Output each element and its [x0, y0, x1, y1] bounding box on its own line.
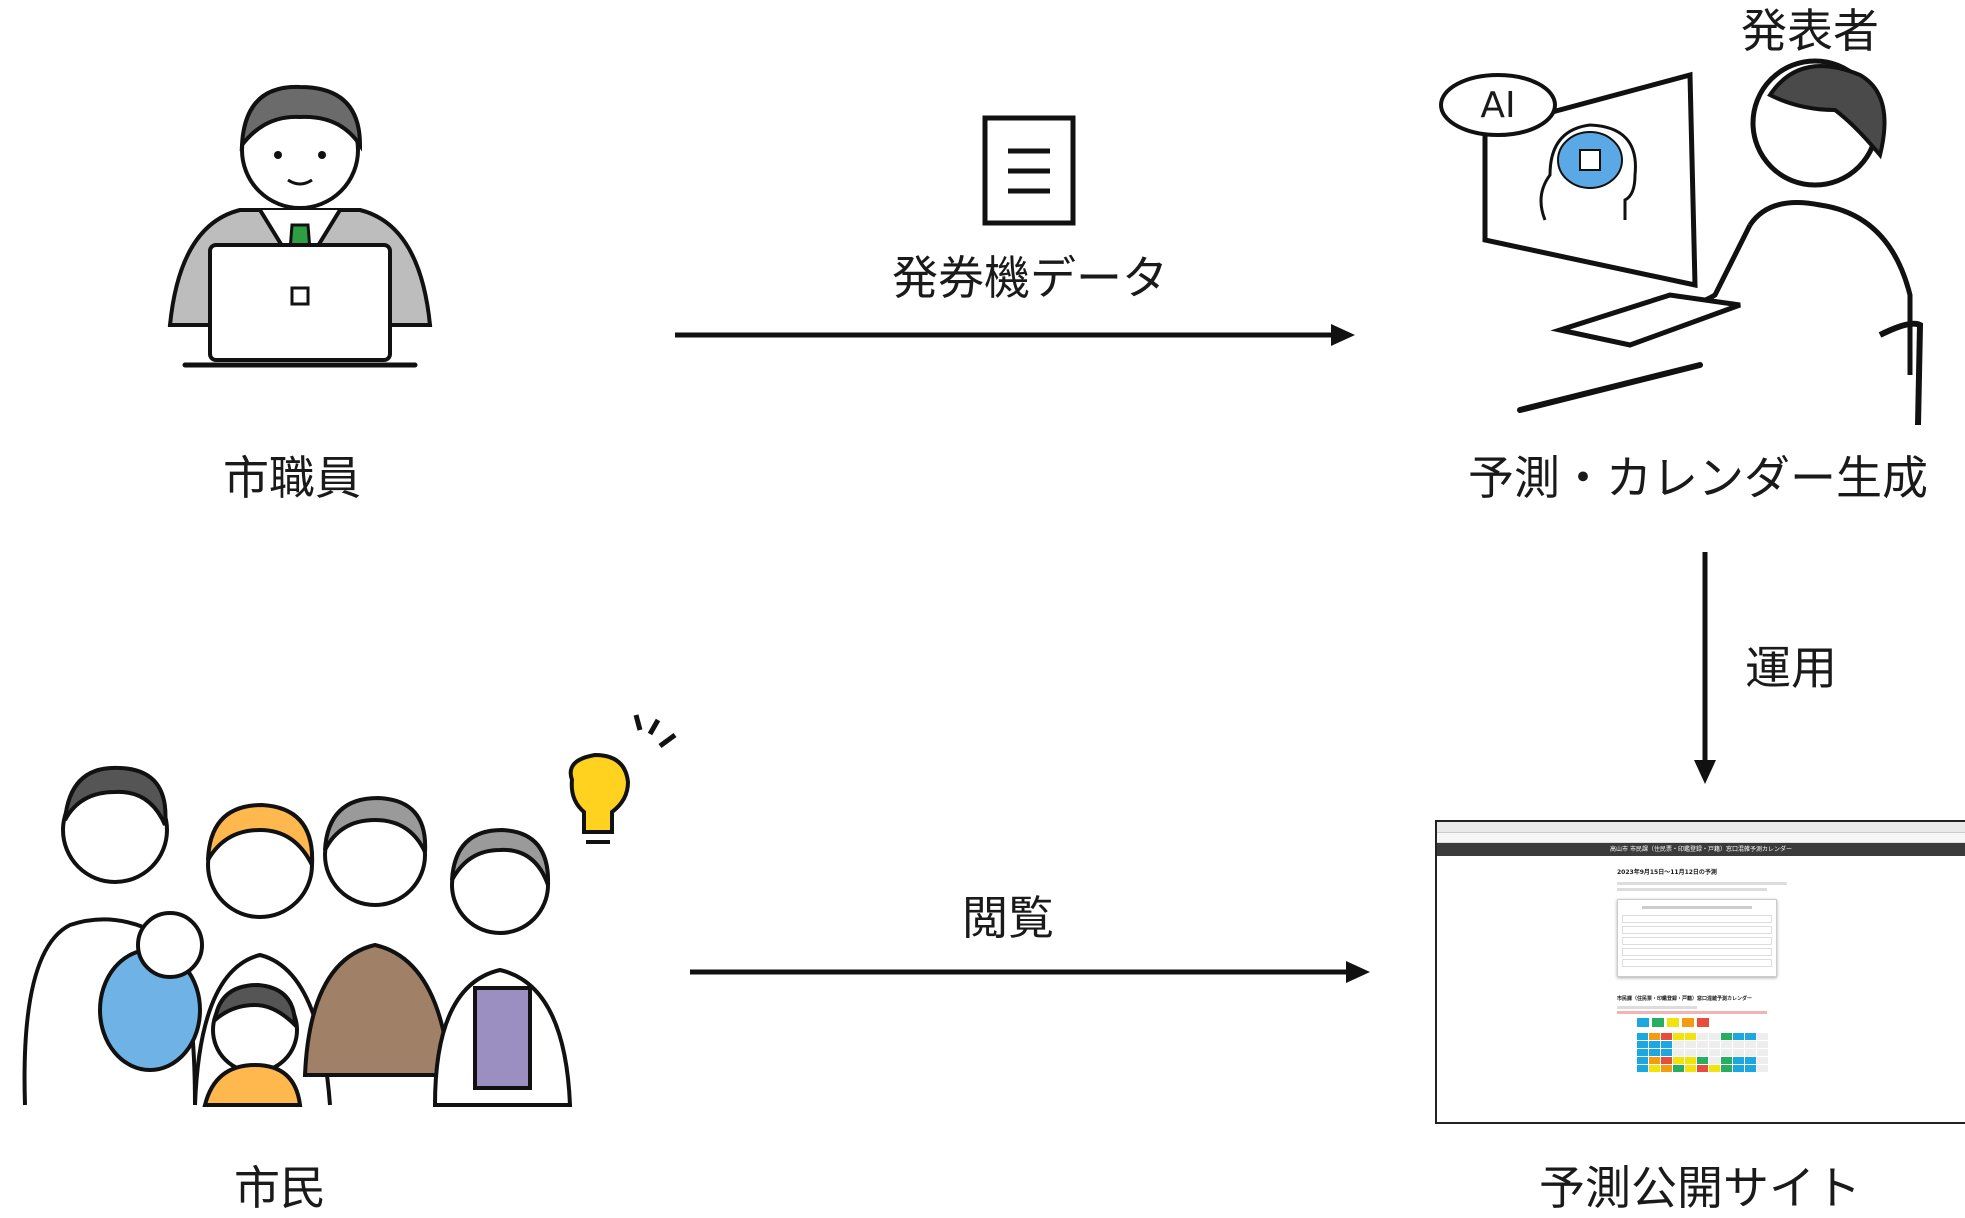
operate-arrow: [1694, 552, 1716, 784]
citizens-illustration: [22, 714, 677, 1107]
staff-illustration: [167, 84, 433, 368]
calendar-grid: [1637, 1033, 1797, 1072]
ai-bubble-label: AI: [1480, 85, 1516, 126]
presenter-illustration: [1439, 58, 1924, 426]
data-flow-label: 発券機データ: [892, 251, 1168, 305]
calendar-title: 市民課（住民票・印鑑登録・戸籍）窓口混雑予測カレンダー: [1617, 996, 1753, 1002]
site-screenshot: 高山市 市民課（住民票・印鑑登録・戸籍）窓口混雑予測カレンダー 2023年9月1…: [1435, 820, 1965, 1124]
data-flow-arrow: [675, 324, 1355, 346]
browse-arrow: [690, 961, 1370, 983]
grandma-vest: [473, 986, 532, 1090]
calendar-legend: [1637, 1018, 1797, 1027]
lightbulb-icon: [568, 714, 677, 844]
staff-label: 市職員: [223, 451, 361, 505]
citizens-label: 市民: [234, 1161, 326, 1215]
browse-label: 閲覧: [962, 891, 1054, 945]
grandpa-sweater: [302, 942, 453, 1077]
site-header: 高山市 市民課（住民票・印鑑登録・戸籍）窓口混雑予測カレンダー: [1437, 843, 1965, 856]
presenter-label: 予測・カレンダー生成: [1468, 451, 1928, 505]
document-icon: [982, 115, 1076, 226]
site-heading: 2023年9月15日〜11月12日の予測: [1617, 869, 1717, 876]
ai-bubble: [1439, 73, 1557, 137]
operate-label: 運用: [1745, 641, 1837, 695]
site-label: 予測公開サイト: [1539, 1161, 1861, 1215]
presenter-tag: 発表者: [1741, 4, 1879, 58]
